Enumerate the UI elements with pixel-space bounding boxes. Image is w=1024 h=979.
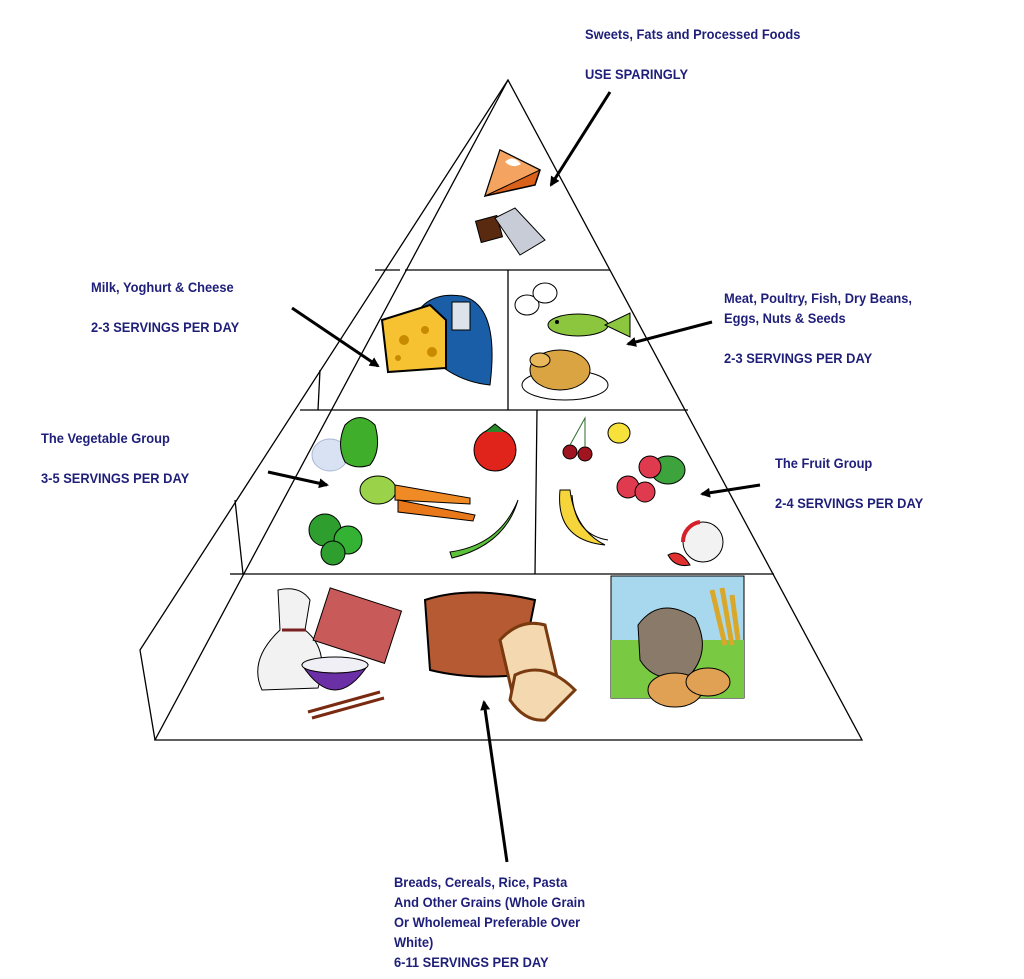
label-grains: Breads, Cereals, Rice, Pasta And Other G… — [394, 872, 585, 972]
label-fruit: The Fruit Group 2-4 SERVINGS PER DAY — [775, 453, 923, 513]
arrow-sweets — [549, 91, 612, 187]
roast-chicken-icon — [521, 349, 609, 401]
chocolate-bar-icon — [474, 207, 546, 256]
label-grains-name-line-4: White) — [394, 934, 434, 950]
eggs-icon — [514, 282, 558, 316]
apple-icon — [667, 520, 724, 566]
pyramid-outline — [139, 78, 864, 741]
broccoli-icon — [308, 513, 363, 566]
arrows — [267, 91, 761, 863]
cherries-icon — [562, 416, 593, 462]
wheat-icon — [709, 587, 741, 646]
bread-loaf-icon — [423, 591, 578, 722]
arrow-fruit — [700, 483, 761, 498]
label-milk-name: Milk, Yoghurt & Cheese — [91, 279, 234, 295]
label-vegetable-name: The Vegetable Group — [41, 430, 170, 446]
arrow-grains — [480, 700, 509, 863]
pie-icon — [483, 148, 542, 198]
label-sweets-name: Sweets, Fats and Processed Foods — [585, 26, 801, 42]
label-milk: Milk, Yoghurt & Cheese 2-3 SERVINGS PER … — [91, 277, 239, 337]
arrow-meat — [626, 320, 713, 347]
chopsticks-icon — [307, 587, 403, 720]
tomato-icon — [473, 423, 517, 472]
arrow-vegetable — [267, 470, 329, 489]
label-meat-name-line-1: Meat, Poultry, Fish, Dry Beans, — [724, 290, 913, 306]
carrots-icon — [359, 475, 476, 522]
label-grains-servings: 6-11 SERVINGS PER DAY — [394, 954, 549, 970]
label-meat-servings: 2-3 SERVINGS PER DAY — [724, 350, 873, 366]
fish-icon — [547, 312, 631, 338]
bananas-icon — [559, 489, 609, 546]
arrow-milk — [291, 306, 380, 368]
label-fruit-name: The Fruit Group — [775, 455, 873, 471]
label-meat: Meat, Poultry, Fish, Dry Beans, Eggs, Nu… — [724, 288, 912, 368]
cheese-icon — [380, 303, 447, 374]
label-sweets-servings: USE SPARINGLY — [585, 66, 689, 82]
green-pepper-icon — [340, 417, 379, 468]
label-meat-name-line-2: Eggs, Nuts & Seeds — [724, 310, 846, 326]
label-sweets: Sweets, Fats and Processed Foods USE SPA… — [585, 24, 800, 84]
label-grains-name-line-2: And Other Grains (Whole Grain — [394, 894, 586, 910]
strawberries-icon — [616, 455, 686, 503]
lemon-icon — [607, 422, 631, 444]
label-vegetable: The Vegetable Group 3-5 SERVINGS PER DAY — [41, 428, 189, 488]
rice-bowl-icon — [301, 656, 369, 691]
label-grains-name-line-1: Breads, Cereals, Rice, Pasta — [394, 874, 568, 890]
label-vegetable-servings: 3-5 SERVINGS PER DAY — [41, 470, 190, 486]
label-milk-servings: 2-3 SERVINGS PER DAY — [91, 319, 240, 335]
label-fruit-servings: 2-4 SERVINGS PER DAY — [775, 495, 924, 511]
label-grains-name-line-3: Or Wholemeal Preferable Over — [394, 914, 581, 930]
pea-pod-icon — [449, 499, 519, 559]
bread-rolls-icon — [647, 667, 731, 708]
